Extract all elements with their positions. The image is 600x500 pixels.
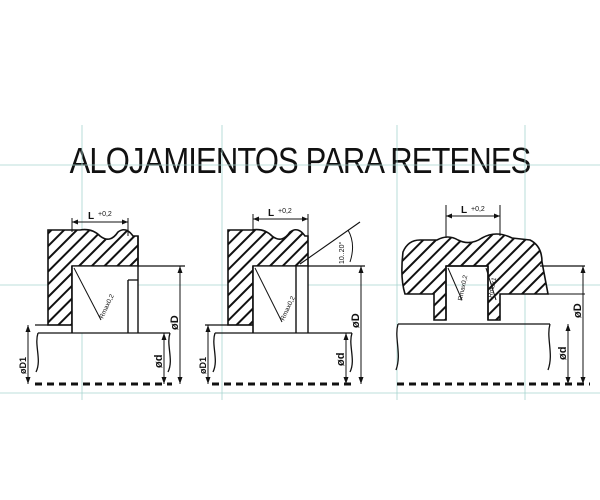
- width-label-3: L: [461, 205, 467, 216]
- shaft-1: [35, 332, 171, 373]
- housing-section-2: [227, 228, 309, 326]
- shaft-3: [395, 323, 551, 371]
- shaft-diameter-label-2: ød: [335, 353, 347, 366]
- width-label-2: L: [268, 208, 274, 219]
- radius-label-left-3: Rmax0,2: [457, 274, 469, 301]
- housing-diameter-label-2: øD1: [198, 357, 208, 374]
- housing-drawing-1: Rmax0,2 L +0,2 øD ød øD1: [18, 211, 185, 386]
- shaft-diameter-label-1: ød: [153, 355, 165, 368]
- shaft-2: [212, 332, 353, 373]
- tolerance-label-2: +0,2: [278, 208, 292, 215]
- width-label-1: L: [88, 211, 94, 222]
- tolerance-label-3: +0,2: [471, 206, 485, 213]
- outer-diameter-label-2: øD: [350, 313, 362, 328]
- outer-diameter-label-3: øD: [572, 303, 584, 318]
- outer-diameter-label-1: øD: [169, 315, 181, 330]
- housing-drawing-3: Rmax0,2 Rmax1 L +0,2 øD ød: [395, 205, 590, 386]
- housing-diameter-label-1: øD1: [18, 357, 28, 374]
- housing-section-3: [401, 233, 549, 321]
- housing-drawing-2: 10..20° Rmax0,2 L +0,2 øD ød øD1: [198, 208, 365, 386]
- chamfer-angle-label-2: 10..20°: [338, 242, 346, 264]
- tolerance-label-1: +0,2: [98, 211, 112, 218]
- diagram-title: ALOJAMIENTOS PARA RETENES: [69, 140, 532, 181]
- housing-section-1: [47, 228, 139, 326]
- radius-label-right-3: Rmax1: [487, 276, 498, 298]
- shaft-diameter-label-3: ød: [557, 347, 569, 360]
